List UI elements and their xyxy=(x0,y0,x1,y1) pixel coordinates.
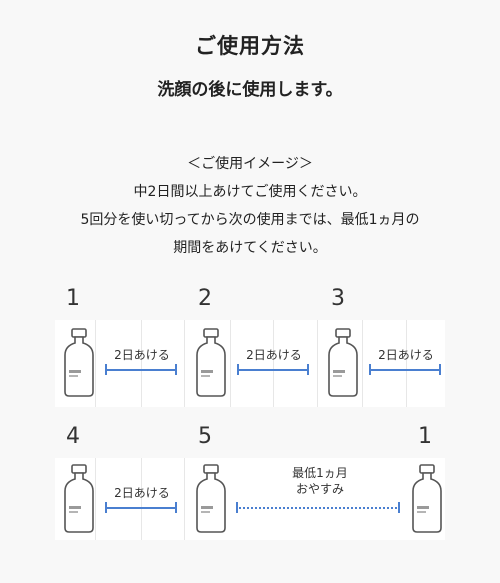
interval-bracket xyxy=(105,502,177,513)
rest-period-line-1: 最低1ヵ月 xyxy=(292,466,348,480)
usage-timeline-row-1: 2日あける 2日あける 2日あける xyxy=(55,320,445,407)
usage-timeline-row-2: 2日あける xyxy=(55,458,445,540)
interval-bracket xyxy=(105,364,177,375)
interval-bracket xyxy=(369,364,441,375)
ampoule-bottle-icon xyxy=(412,464,442,533)
ampoule-bottle-icon xyxy=(328,328,358,397)
usage-image-heading: ＜ご使用イメージ＞ xyxy=(187,156,313,172)
usage-notes: ＜ご使用イメージ＞ 中2日間以上あけてご使用ください。 5回分を使い切ってから次… xyxy=(0,150,500,262)
interval-label: 2日あける xyxy=(114,348,170,362)
step-number-1: 1 xyxy=(66,286,80,311)
ampoule-bottle-icon xyxy=(64,464,94,533)
interval-label: 2日あける xyxy=(114,486,170,500)
interval-bracket xyxy=(237,364,309,375)
rest-period-bracket xyxy=(236,502,400,513)
usage-note-interval: 中2日間以上あけてご使用ください。 xyxy=(133,184,367,200)
usage-note-rest-2: 期間をあけてください。 xyxy=(173,240,327,256)
next-cycle-card xyxy=(408,458,445,540)
ampoule-bottle-icon xyxy=(64,328,94,397)
page-title: ご使用方法 xyxy=(195,34,305,58)
step-number-3: 3 xyxy=(331,286,345,311)
ampoule-bottle-icon xyxy=(196,328,226,397)
interval-label: 2日あける xyxy=(246,348,302,362)
rest-period-label: 最低1ヵ月 おやすみ xyxy=(240,465,400,497)
step-number-next-1: 1 xyxy=(418,424,432,449)
interval-label: 2日あける xyxy=(378,348,434,362)
rest-period-line-2: おやすみ xyxy=(295,482,344,496)
step-number-4: 4 xyxy=(66,424,80,449)
step-number-2: 2 xyxy=(198,286,212,311)
usage-note-rest-1: 5回分を使い切ってから次の使用までは、最低1ヵ月の xyxy=(80,212,420,228)
step-number-5: 5 xyxy=(198,424,212,449)
ampoule-bottle-icon xyxy=(196,464,226,533)
page-subtitle: 洗顔の後に使用します。 xyxy=(157,80,343,100)
